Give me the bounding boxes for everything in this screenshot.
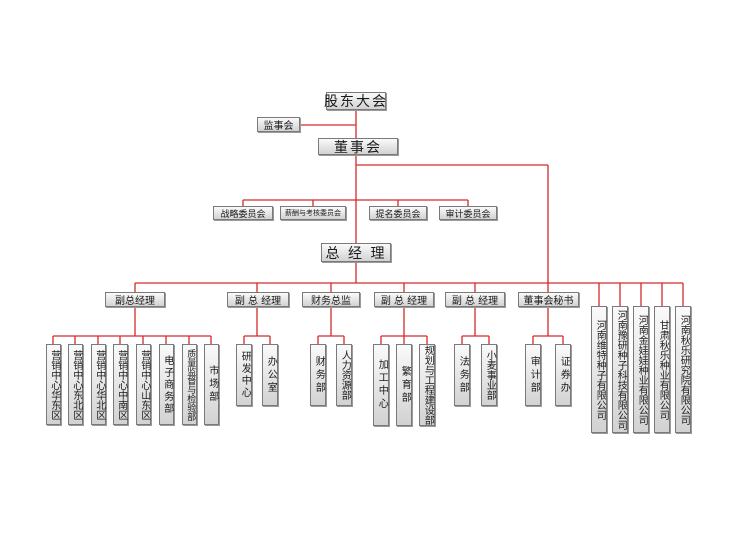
node-department: 人力资源部 bbox=[336, 344, 352, 406]
node-strategy-committee: 战略委员会 bbox=[213, 206, 273, 220]
node-department: 营销中心东北区 bbox=[68, 344, 83, 425]
node-subsidiary: 河南秋乐研究院有限公司 bbox=[675, 306, 691, 433]
node-supervisory-board: 监事会 bbox=[257, 117, 300, 132]
node-department: 加工中心 bbox=[373, 344, 389, 426]
node-subsidiary: 河南金娃娃种业有限公司 bbox=[633, 306, 649, 433]
node-department: 市场部 bbox=[204, 344, 219, 425]
node-department: 营销中心山东区 bbox=[136, 344, 151, 425]
node-department: 审计部 bbox=[525, 344, 541, 406]
node-deputy-gm-1: 副总经理 bbox=[105, 292, 165, 307]
node-cfo: 财务总监 bbox=[302, 292, 360, 307]
node-general-manager: 总 经 理 bbox=[321, 243, 391, 262]
node-shareholders-meeting: 股东大会 bbox=[324, 92, 388, 110]
node-department: 营销中心华东区 bbox=[46, 344, 61, 425]
node-board-of-directors: 董事会 bbox=[318, 138, 398, 156]
node-department: 法务部 bbox=[454, 344, 470, 406]
node-department: 营销中心中南区 bbox=[113, 344, 128, 425]
node-subsidiary: 甘肃秋乐种业有限公司 bbox=[654, 306, 670, 433]
node-department: 小麦事业部 bbox=[481, 344, 497, 406]
node-board-secretary: 董事会秘书 bbox=[518, 292, 579, 307]
node-compensation-committee: 薪酬与考核委员会 bbox=[280, 206, 346, 220]
node-department: 财务部 bbox=[310, 344, 326, 406]
connector-group bbox=[52, 110, 684, 344]
node-deputy-gm-2: 副 总 经理 bbox=[227, 292, 289, 307]
node-audit-committee: 审计委员会 bbox=[439, 206, 497, 220]
node-department: 证券办 bbox=[555, 344, 571, 406]
node-department: 繁育部 bbox=[396, 344, 412, 426]
node-subsidiary: 河南维特种子有限公司 bbox=[591, 306, 607, 433]
node-deputy-gm-4: 副 总 经理 bbox=[445, 292, 505, 307]
node-department: 规划与工程建设部 bbox=[419, 344, 435, 426]
node-subsidiary: 河南豫研种子科技有限公司 bbox=[612, 306, 628, 433]
node-nomination-committee: 提名委员会 bbox=[369, 206, 427, 220]
node-deputy-gm-3: 副 总 经理 bbox=[374, 292, 434, 307]
node-department: 营销中心华北区 bbox=[91, 344, 106, 425]
node-department: 质量监督与检验部 bbox=[182, 344, 197, 425]
node-department: 电子商务部 bbox=[159, 344, 174, 425]
node-department: 办公室 bbox=[262, 344, 278, 406]
node-department: 研发中心 bbox=[236, 344, 252, 406]
